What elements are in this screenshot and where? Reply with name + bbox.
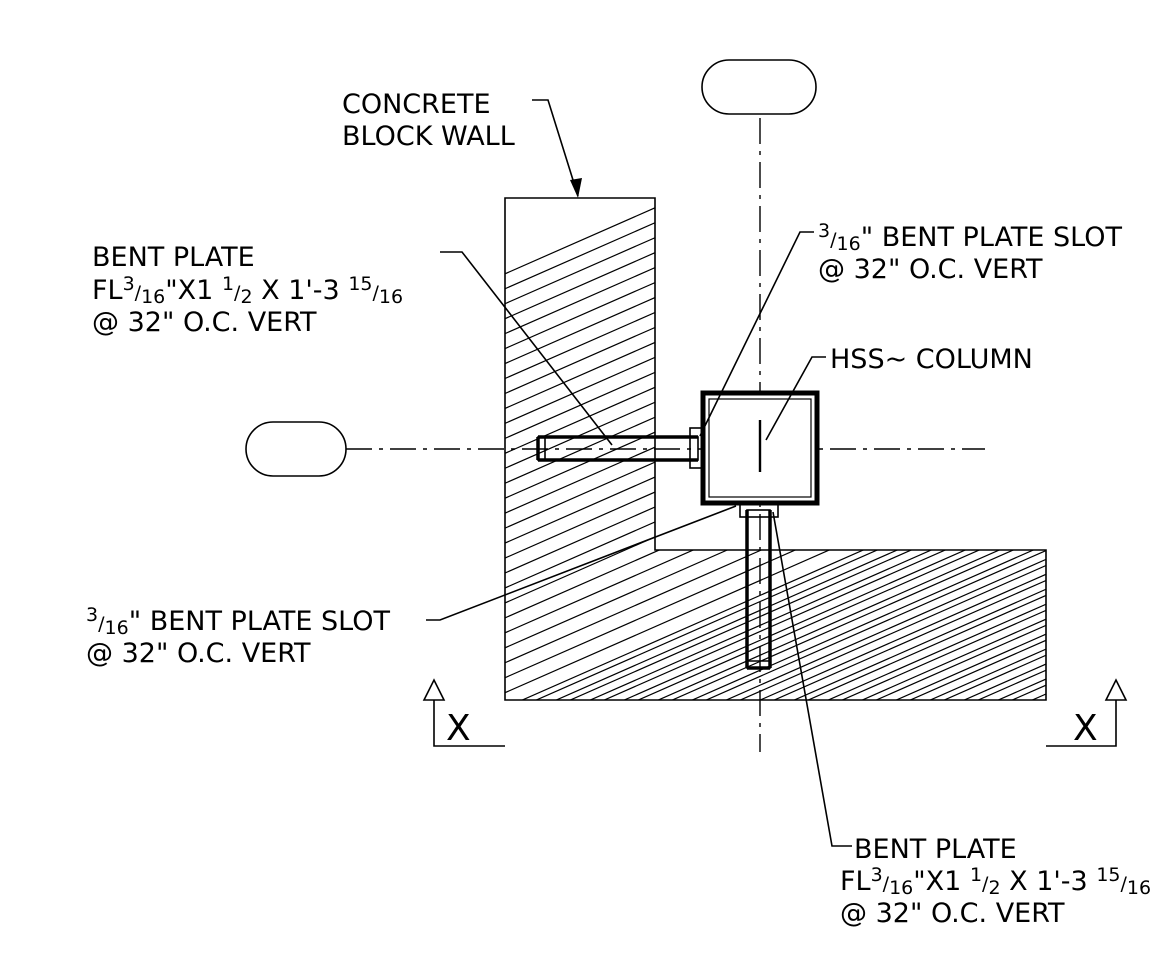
hatch-line — [725, 198, 1046, 700]
hatch-line — [623, 198, 1046, 700]
hatch-line — [807, 319, 1046, 700]
svg-text:3/16" BENT PLATE SLOT: 3/16" BENT PLATE SLOT — [86, 604, 390, 639]
svg-text:BENT PLATE: BENT PLATE — [92, 242, 255, 273]
slot-bottom-label: 3/16" BENT PLATE SLOT @ 32" O.C. VERT — [86, 604, 390, 669]
hatch-line — [691, 198, 1046, 700]
hatch-line — [875, 319, 1046, 700]
hatch-line — [555, 198, 1046, 700]
bent-plate-horizontal — [536, 427, 705, 469]
hss-column-label: HSS~ COLUMN — [830, 344, 1033, 375]
hatch-line — [977, 319, 1046, 700]
hatch-line — [603, 319, 1046, 700]
leader-bent-plate-bottom — [772, 511, 852, 847]
hatch-line — [505, 198, 1046, 700]
section-marker-left — [422, 678, 505, 747]
slot-top-label: 3/16" BENT PLATE SLOT @ 32" O.C. VERT — [818, 220, 1122, 285]
hatch-line — [505, 198, 1046, 700]
wall-outline — [504, 197, 1047, 701]
hatch-line — [569, 319, 1046, 700]
grid-bubble-left — [245, 421, 347, 477]
svg-text:3/16" BENT PLATE SLOT: 3/16" BENT PLATE SLOT — [818, 220, 1122, 255]
leader-wall-arrow — [570, 178, 582, 198]
hatch-line — [505, 198, 1046, 700]
grid-bubble-top — [701, 59, 817, 115]
bent-plate-left-label: BENT PLATE FL3/16"X1 1/2 X 1'-3 15/16 @ … — [92, 242, 403, 338]
hatch-line — [793, 198, 1046, 700]
hatch-line — [671, 319, 1046, 700]
hatch-line — [505, 198, 1046, 700]
hatch-line — [505, 198, 1046, 700]
svg-text:@ 32" O.C. VERT: @ 32" O.C. VERT — [86, 638, 311, 669]
leader-wall — [532, 99, 579, 197]
section-label-left: X — [446, 708, 471, 749]
hatch-line — [637, 319, 1046, 700]
hss-inner — [708, 398, 812, 498]
hatch-line — [759, 198, 1046, 700]
hatch-line — [521, 198, 1046, 700]
hatch-line — [841, 319, 1046, 700]
leader-bent-plate-left — [440, 251, 613, 446]
hatch-line — [657, 198, 1046, 700]
hatch-line — [705, 319, 1046, 700]
bent-plate-vertical — [739, 502, 779, 670]
hatch-line — [1045, 319, 1046, 700]
bent-plate-bottom-label: BENT PLATE FL3/16"X1 1/2 X 1'-3 15/16 @ … — [840, 834, 1151, 929]
wall-label-line1: CONCRETE — [342, 89, 491, 120]
hatch-line — [909, 319, 1046, 700]
leaders — [426, 99, 852, 847]
svg-text:FL3/16"X1 1/2 X 1'-3 15/16: FL3/16"X1 1/2 X 1'-3 15/16 — [92, 273, 403, 308]
svg-text:BENT PLATE: BENT PLATE — [854, 834, 1017, 865]
section-label-right: X — [1073, 708, 1098, 749]
hatch-line — [773, 319, 1046, 700]
hatch-line — [589, 198, 1046, 700]
gridlines — [245, 59, 985, 752]
hatch-line — [505, 198, 1046, 700]
hatch-line — [1080, 320, 1176, 760]
leader-slot-top — [699, 231, 814, 437]
svg-text:FL3/16"X1 1/2 X 1'-3 15/16: FL3/16"X1 1/2 X 1'-3 15/16 — [840, 864, 1151, 899]
hatch-line — [505, 198, 869, 700]
hatch-line — [505, 198, 835, 700]
hatch-line — [505, 198, 801, 700]
hatch-line — [1168, 144, 1176, 760]
svg-text:@ 32" O.C. VERT: @ 32" O.C. VERT — [92, 307, 317, 338]
section-arrow-left — [422, 678, 446, 701]
hatch-line — [739, 319, 1046, 700]
hatch-line — [505, 198, 1046, 700]
hatch-line — [1134, 144, 1176, 760]
hatch-line — [1148, 320, 1176, 760]
leader-hss-column — [765, 356, 826, 441]
hatch-line — [1011, 319, 1046, 700]
leader-slot-bottom — [426, 505, 737, 621]
section-marker-right — [1046, 678, 1128, 747]
wall-label-line2: BLOCK WALL — [342, 121, 515, 152]
hss-column — [700, 390, 820, 506]
svg-text:@ 32" O.C. VERT: @ 32" O.C. VERT — [818, 254, 1043, 285]
svg-text:@ 32" O.C. VERT: @ 32" O.C. VERT — [840, 898, 1065, 929]
section-arrow-right — [1104, 678, 1128, 701]
